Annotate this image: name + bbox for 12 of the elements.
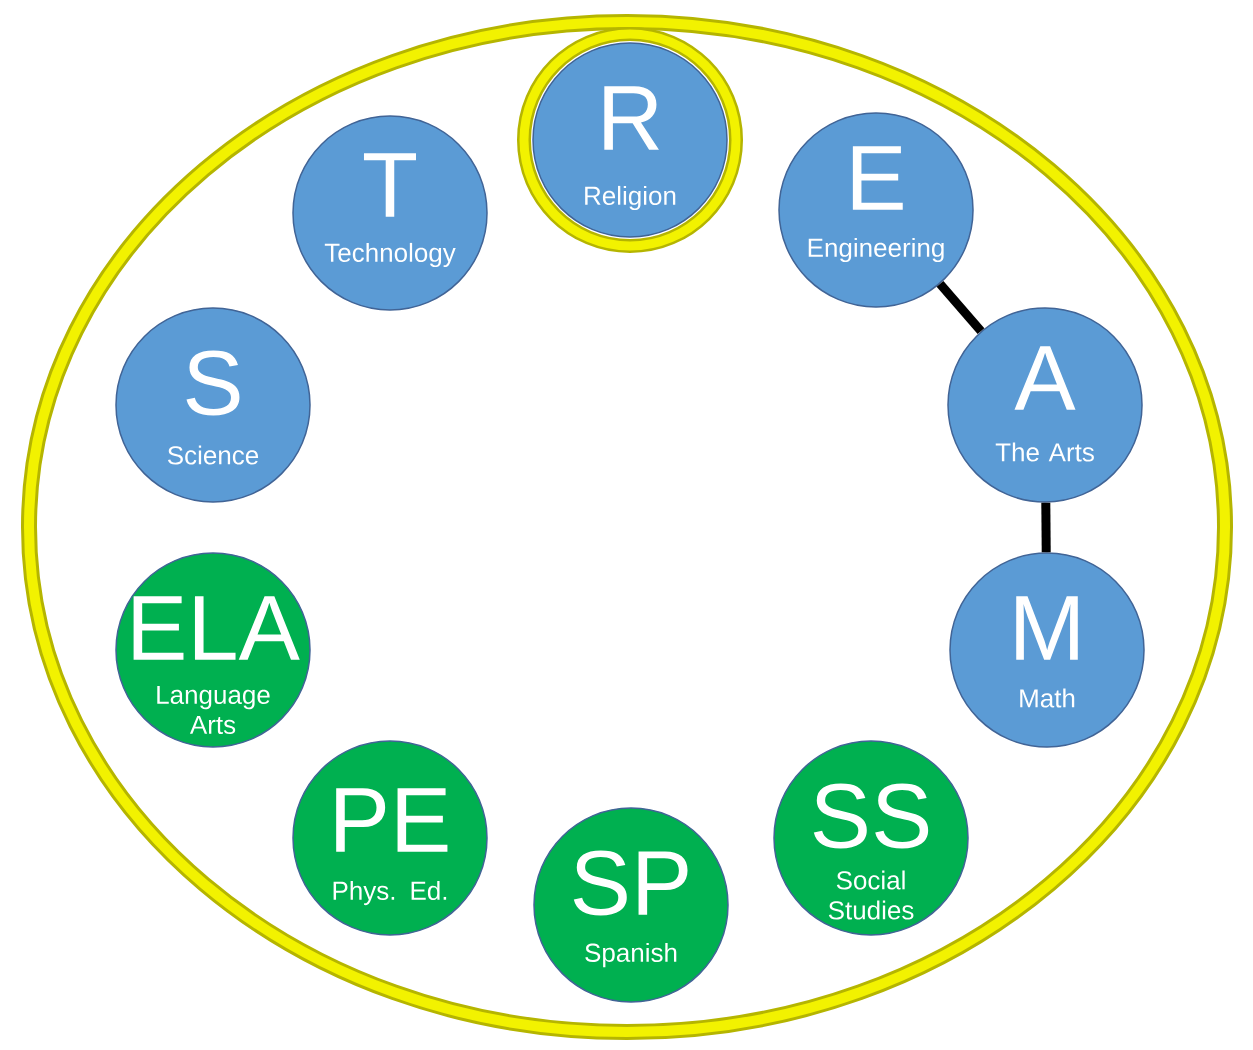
circle-node: S Science	[115, 307, 311, 503]
connector-line	[1041, 502, 1051, 553]
circle-node: R Religion	[517, 27, 743, 253]
circle-node: M Math	[949, 552, 1145, 748]
circle-node: SP Spanish	[533, 807, 729, 1003]
circle-node: PE Phys. Ed.	[292, 740, 488, 936]
connector-line	[936, 280, 985, 335]
circle-node: T Technology	[292, 115, 488, 311]
circle-node: A The Arts	[947, 307, 1143, 503]
circle-node: ELA Language Arts	[115, 552, 311, 748]
circle-node: E Engineering	[778, 112, 974, 308]
circle-node: SS Social Studies	[773, 740, 969, 936]
